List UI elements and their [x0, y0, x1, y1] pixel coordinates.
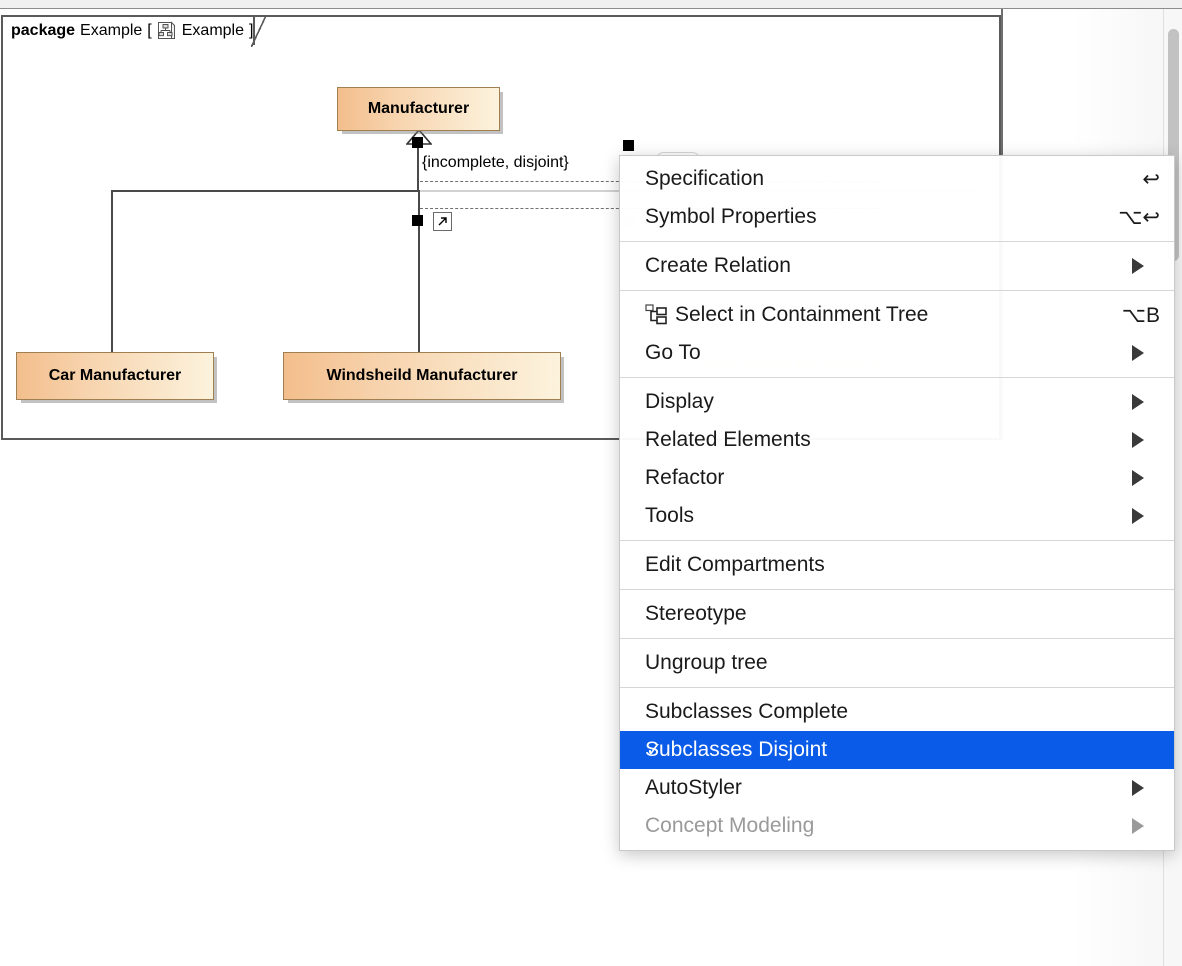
chevron-right-icon — [1132, 818, 1160, 834]
menu-item-concept-modeling: Concept Modeling — [620, 807, 1174, 845]
selection-handle-right[interactable] — [623, 140, 634, 151]
chevron-right-icon — [1132, 432, 1160, 448]
menu-item-label: Specification — [645, 167, 765, 190]
menu-separator — [620, 290, 1174, 291]
selection-handle-top[interactable] — [412, 137, 423, 148]
bracket-close: ] — [249, 22, 254, 39]
menu-item-refactor[interactable]: Refactor — [620, 459, 1174, 497]
class-name-label: Manufacturer — [367, 100, 470, 117]
chevron-right-icon — [1132, 394, 1160, 410]
chevron-right-icon — [1132, 470, 1160, 486]
menu-item-related-elements[interactable]: Related Elements — [620, 421, 1174, 459]
menu-item-label: Ungroup tree — [645, 651, 768, 674]
menu-item-create-relation[interactable]: Create Relation — [620, 247, 1174, 285]
menu-item-symbol-properties[interactable]: Symbol Properties ⌥↩ — [620, 198, 1174, 236]
menu-item-label: Related Elements — [645, 428, 811, 451]
check-icon: ✓ — [646, 739, 662, 761]
chevron-right-icon — [1132, 345, 1160, 361]
menu-item-label: Go To — [645, 341, 701, 364]
menu-item-label: Select in Containment Tree — [675, 303, 929, 326]
selection-handle-mid[interactable] — [412, 215, 423, 226]
class-box-manufacturer[interactable]: Manufacturer — [337, 87, 500, 131]
menu-item-label: AutoStyler — [645, 776, 742, 799]
menu-item-display[interactable]: Display — [620, 383, 1174, 421]
generalization-set-label[interactable]: {incomplete, disjoint} — [422, 154, 569, 171]
class-box-car-manufacturer[interactable]: Car Manufacturer — [16, 352, 214, 400]
menu-item-stereotype[interactable]: Stereotype — [620, 595, 1174, 633]
generalization-line-trunk — [417, 139, 419, 191]
menu-separator — [620, 377, 1174, 378]
generalization-line-to-car — [111, 190, 113, 353]
menu-item-shortcut: ⌥B — [1121, 303, 1160, 327]
menu-item-label: Edit Compartments — [645, 553, 825, 576]
menu-separator — [620, 540, 1174, 541]
menu-item-go-to[interactable]: Go To — [620, 334, 1174, 372]
open-in-new-arrow-icon[interactable] — [433, 212, 452, 231]
menu-item-label: Concept Modeling — [645, 814, 815, 837]
menu-separator — [620, 589, 1174, 590]
menu-item-label: Tools — [645, 504, 695, 527]
menu-item-label: Display — [645, 390, 714, 413]
generalization-line-bus — [111, 190, 420, 192]
menu-item-tools[interactable]: Tools — [620, 497, 1174, 535]
context-menu[interactable]: Specification ↩ Symbol Properties ⌥↩ Create … — [619, 155, 1175, 851]
chevron-right-icon — [1132, 258, 1160, 274]
menu-item-subclasses-complete[interactable]: Subclasses Complete — [620, 693, 1174, 731]
menu-item-label: Create Relation — [645, 254, 791, 277]
package-diagram-icon — [157, 21, 177, 41]
menu-item-edit-compartments[interactable]: Edit Compartments — [620, 546, 1174, 584]
menu-separator — [620, 687, 1174, 688]
package-name: Example — [80, 22, 143, 39]
menu-item-label: Stereotype — [645, 602, 747, 625]
chevron-right-icon — [1132, 508, 1160, 524]
package-header-tab[interactable]: package Example [ Example ] — [1, 15, 267, 47]
class-name-label: Car Manufacturer — [48, 367, 182, 384]
chevron-right-icon — [1132, 780, 1160, 796]
menu-item-autostyler[interactable]: AutoStyler — [620, 769, 1174, 807]
class-name-label: Windsheild Manufacturer — [326, 367, 518, 384]
vertical-scrollbar-thumb[interactable] — [1168, 29, 1179, 261]
window-top-chrome — [0, 0, 1182, 9]
bracket-open: [ — [147, 22, 152, 39]
menu-item-label: Subclasses Complete — [645, 700, 849, 723]
menu-item-label: Refactor — [645, 466, 725, 489]
menu-item-select-in-containment-tree[interactable]: Select in Containment Tree ⌥B — [620, 296, 1174, 334]
menu-item-specification[interactable]: Specification ↩ — [620, 160, 1174, 198]
menu-separator — [620, 638, 1174, 639]
menu-item-ungroup-tree[interactable]: Ungroup tree — [620, 644, 1174, 682]
package-keyword: package — [11, 22, 76, 39]
menu-item-subclasses-disjoint[interactable]: ✓Subclasses Disjoint — [620, 731, 1174, 769]
class-box-windsheild-manufacturer[interactable]: Windsheild Manufacturer — [283, 352, 561, 400]
menu-item-label: Symbol Properties — [645, 205, 817, 228]
menu-item-shortcut: ⌥↩ — [1118, 205, 1160, 229]
menu-separator — [620, 241, 1174, 242]
generalization-line-to-windsheild — [418, 190, 420, 353]
containment-tree-icon — [645, 304, 671, 326]
package-diagram-name: Example — [181, 22, 244, 39]
menu-item-label: Subclasses Disjoint — [645, 738, 828, 761]
menu-item-shortcut: ↩ — [1142, 167, 1160, 191]
